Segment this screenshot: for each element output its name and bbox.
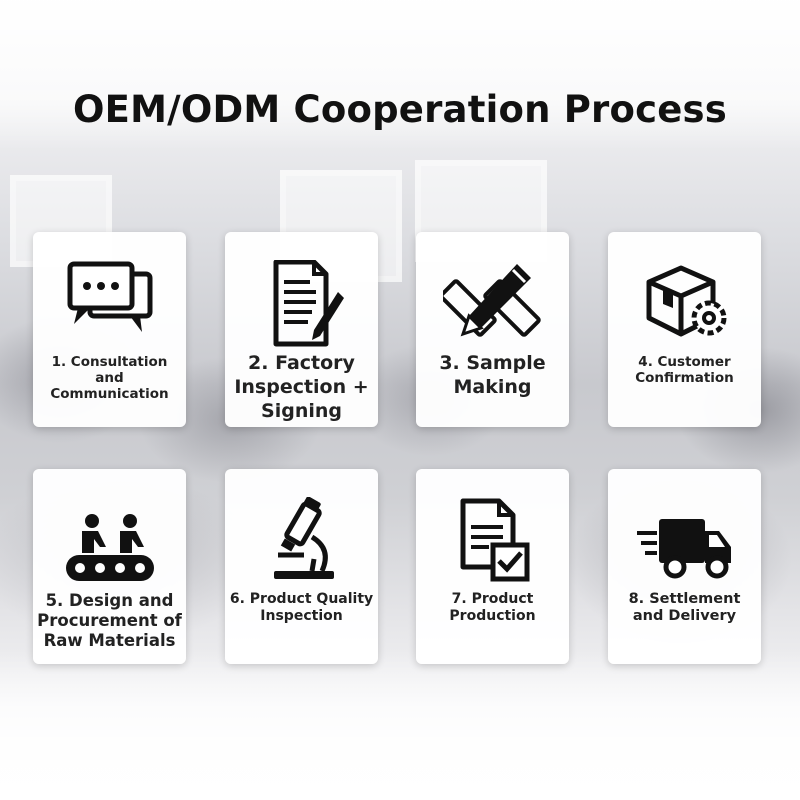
document-check-icon (443, 497, 543, 587)
step-label-4: 4. Customer Confirmation (635, 354, 734, 387)
step-card-5: 5. Design and Procurement of Raw Materia… (33, 469, 186, 664)
step-label-6: 6. Product Quality Inspection (229, 591, 374, 624)
step-label-3: 3. Sample Making (439, 352, 546, 398)
step-label-1: 1. Consultation and Communication (50, 354, 169, 403)
step-label-8: 8. Settlement and Delivery (628, 591, 741, 625)
step-label-5: 5. Design and Procurement of Raw Materia… (37, 591, 182, 650)
chat-bubbles-icon (60, 260, 160, 350)
step-card-3: 3. Sample Making (416, 232, 569, 427)
step-label-7: 7. Product Production (449, 591, 536, 624)
page-title: OEM/ODM Cooperation Process (73, 88, 727, 131)
microscope-icon (252, 497, 352, 587)
step-card-1: 1. Consultation and Communication (33, 232, 186, 427)
step-card-8: 8. Settlement and Delivery (608, 469, 761, 664)
step-card-4: 4. Customer Confirmation (608, 232, 761, 427)
step-card-7: 7. Product Production (416, 469, 569, 664)
step-card-6: 6. Product Quality Inspection (225, 469, 378, 664)
box-gear-icon (635, 260, 735, 350)
design-tools-icon (442, 260, 543, 350)
process-grid: 1. Consultation and Communication 2. Fac… (33, 232, 763, 664)
step-label-2: 2. Factory Inspection + Signing (234, 352, 369, 422)
step-card-2: 2. Factory Inspection + Signing (225, 232, 378, 427)
delivery-truck-icon (635, 497, 735, 587)
contract-signing-icon (252, 260, 352, 350)
conveyor-workers-icon (60, 497, 160, 587)
